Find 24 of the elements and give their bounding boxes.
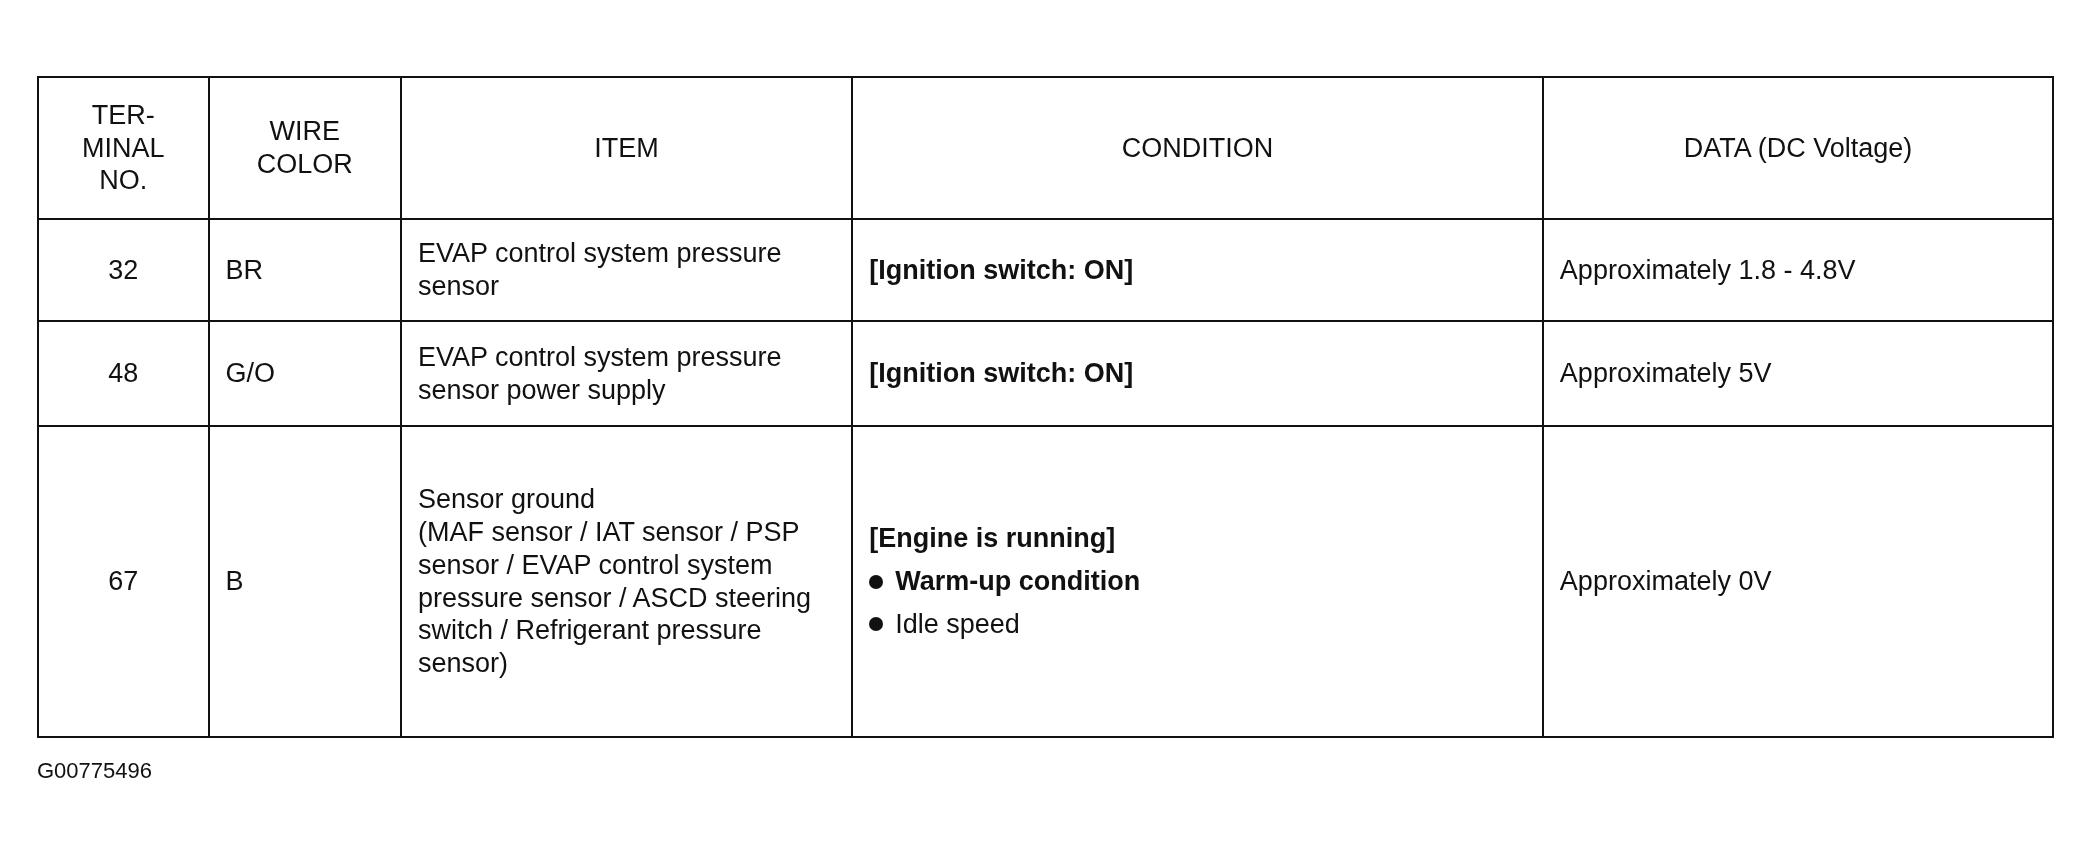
table-text: EVAP control system pressure sensor — [417, 237, 783, 303]
table-text: Sensor ground — [417, 482, 597, 516]
table-text: BR — [225, 253, 265, 287]
terminal-number: 48 — [107, 357, 140, 390]
terminal-number: 67 — [107, 565, 140, 598]
bullet-item: Idle speed — [895, 607, 1020, 641]
column-header: TER- MINAL NO. — [81, 98, 166, 198]
table-text: EVAP control system pressure sensor power supply — [417, 340, 783, 407]
table-text: B — [225, 565, 245, 598]
terminal-number: 32 — [107, 253, 140, 287]
bullet-item: Warm-up condition — [895, 565, 1141, 598]
condition-heading: [Ignition switch: ON] — [869, 253, 1135, 287]
column-header: ITEM — [593, 131, 660, 165]
table-text: Approximately 0V — [1559, 565, 1773, 598]
column-header: CONDITION — [1120, 131, 1275, 165]
condition-heading: [Ignition switch: ON] — [869, 357, 1135, 390]
condition-heading: [Engine is running] — [869, 522, 1117, 556]
figure-id: G00775496 — [37, 758, 152, 784]
table-text: G/O — [225, 357, 277, 390]
table-text: (MAF sensor / IAT sensor / PSP sensor / EVAP control system pressure sensor / ASCD steering switch / Refrigerant pressure sensor) — [417, 515, 813, 681]
table-text: Approximately 5V — [1559, 357, 1773, 390]
column-header: DATA (DC Voltage) — [1682, 131, 1914, 165]
table-text: Approximately 1.8 - 4.8V — [1559, 253, 1857, 287]
column-header: WIRE COLOR — [255, 115, 354, 181]
